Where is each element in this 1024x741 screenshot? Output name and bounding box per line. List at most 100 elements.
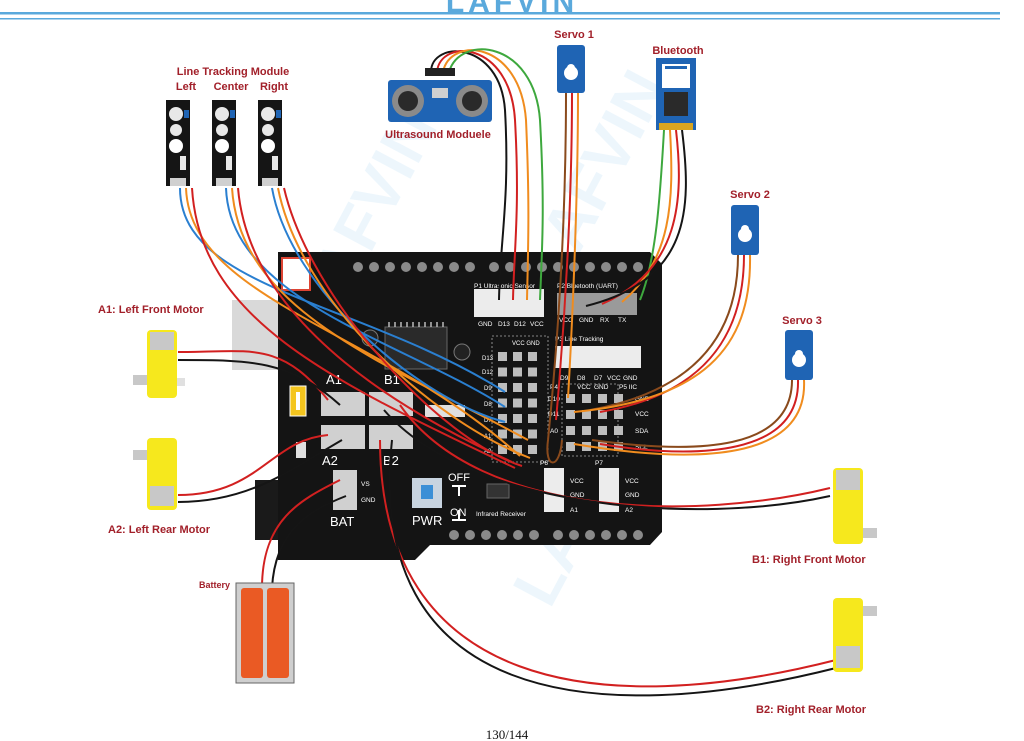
p1-pin-0: GND — [478, 321, 493, 328]
lt-chip — [180, 156, 186, 170]
motor-a2-cap — [150, 486, 174, 506]
p5-pin-2: SDA — [635, 428, 649, 435]
servo-grid-pin — [614, 410, 623, 419]
p7-connector — [599, 468, 619, 512]
io-grid-pin — [528, 429, 537, 439]
wire-a1-red — [177, 350, 329, 401]
p3-pin-2: D7 — [594, 375, 603, 382]
io-grid-pin — [498, 352, 507, 361]
p1-connector — [474, 289, 544, 317]
us-header — [425, 68, 455, 76]
servo-grid-pin — [566, 410, 575, 419]
wires — [177, 48, 837, 697]
wire-b2-red — [379, 439, 837, 688]
lt-pins — [170, 178, 186, 186]
io-grid-pin — [513, 398, 522, 408]
wire-s1-red — [555, 92, 573, 421]
us-receiver-mesh — [462, 91, 482, 111]
capacitor-2 — [453, 343, 471, 361]
io-grid-pin — [498, 429, 507, 439]
lt-led — [230, 110, 235, 118]
bt-pins — [659, 123, 693, 130]
p3-pin-3: VCC — [607, 375, 621, 382]
servo-grid-pin — [582, 394, 591, 403]
on-symbol — [452, 510, 466, 521]
io-row-3: D8 — [484, 402, 492, 408]
servo-grid-pin — [614, 426, 623, 435]
wire-lt-left-red — [191, 187, 516, 469]
header-rule-top — [0, 12, 1000, 15]
wire-us-orange — [442, 49, 530, 301]
io-grid-pin — [498, 445, 507, 454]
p7-label: P7 — [595, 460, 603, 467]
bat-pin-vs: VS — [361, 481, 370, 488]
bt-antenna-trace — [665, 66, 687, 69]
io-grid-pin — [528, 367, 537, 377]
label-lt-right: Right — [260, 81, 288, 93]
servo-pin-d11: D11 — [548, 411, 560, 418]
io-grid-pin — [528, 445, 537, 454]
p1-pin-2: D12 — [514, 321, 526, 328]
motor-a2 — [133, 438, 177, 510]
p4-pin-1: GND — [594, 384, 609, 391]
wire-us-gnd — [430, 50, 508, 301]
p7-pin-0: VCC — [625, 478, 639, 485]
p7-pin-1: GND — [625, 492, 640, 499]
ir-label: Infrared Receiver — [476, 511, 527, 518]
motor-b1-cap — [836, 470, 860, 490]
p4-label: P4 — [550, 384, 558, 391]
p3-pin-1: D8 — [577, 375, 586, 382]
page-header: LAFVIN — [0, 0, 1000, 20]
servo-grid-pin — [598, 426, 607, 435]
io-grid-pin — [498, 398, 507, 408]
wire-s2-brown — [589, 254, 739, 411]
io-row-1: D12 — [482, 370, 494, 376]
p3-pin-labels: D9 D8 D7 VCC GND — [560, 375, 638, 382]
io-grid-pin — [513, 414, 522, 423]
servo2-horn-top — [741, 225, 749, 233]
lt-module-center — [212, 100, 236, 186]
lt-pins — [262, 178, 278, 186]
p5-pin-3: SCL — [635, 444, 648, 451]
p1-pin-3: VCC — [530, 321, 544, 328]
p6-pin-1: GND — [570, 492, 585, 499]
io-grid-pin — [528, 352, 537, 361]
wire-s1-orange — [567, 92, 579, 399]
bat-connector — [333, 470, 357, 510]
lt-chip — [272, 156, 278, 170]
p6-connector — [544, 468, 564, 512]
wire-us-green — [448, 48, 544, 301]
p3-pin-4: GND — [623, 375, 638, 382]
motor-a1-cap — [150, 332, 174, 350]
p6-pin-2: A1 — [570, 507, 578, 514]
io-grid-header: VCC GND — [512, 341, 540, 347]
wire-bat-black — [271, 495, 347, 589]
p7-pin-2: A2 — [625, 507, 633, 514]
io-row-4: D7 — [484, 418, 492, 424]
servo-grid-pin — [598, 442, 607, 451]
p3-label: P3 Line Tracking — [555, 336, 604, 343]
wire-b2-black — [388, 439, 837, 697]
wire-lt-center-red — [237, 187, 513, 463]
label-lt-center: Center — [214, 81, 250, 93]
p2-pin-labels: VCC GND RX TX — [559, 317, 627, 324]
lt-pot — [215, 139, 229, 153]
p2-pin-3: TX — [618, 317, 627, 324]
wire-s2-orange — [573, 254, 752, 413]
label-battery: Battery — [199, 580, 230, 590]
io-grid-pin — [498, 383, 507, 392]
labels: Line Tracking Module Left Center Right U… — [98, 29, 867, 716]
label-ultrasound: Ultrasound Moduele — [385, 129, 491, 141]
servo-2 — [731, 205, 759, 255]
bt-chip — [664, 92, 688, 116]
wire-s2-red — [599, 254, 745, 413]
wire-lt-right-red — [283, 187, 523, 467]
p2-pin-1: GND — [579, 317, 594, 324]
lt-sensor — [169, 107, 183, 121]
motor-a1-shaft — [133, 375, 147, 385]
a2-connector — [321, 425, 365, 449]
servo-grid-pins — [566, 394, 623, 451]
bluetooth-module — [656, 58, 696, 130]
servo-grid-pin — [582, 426, 591, 435]
motor-b2-cap — [836, 646, 860, 668]
